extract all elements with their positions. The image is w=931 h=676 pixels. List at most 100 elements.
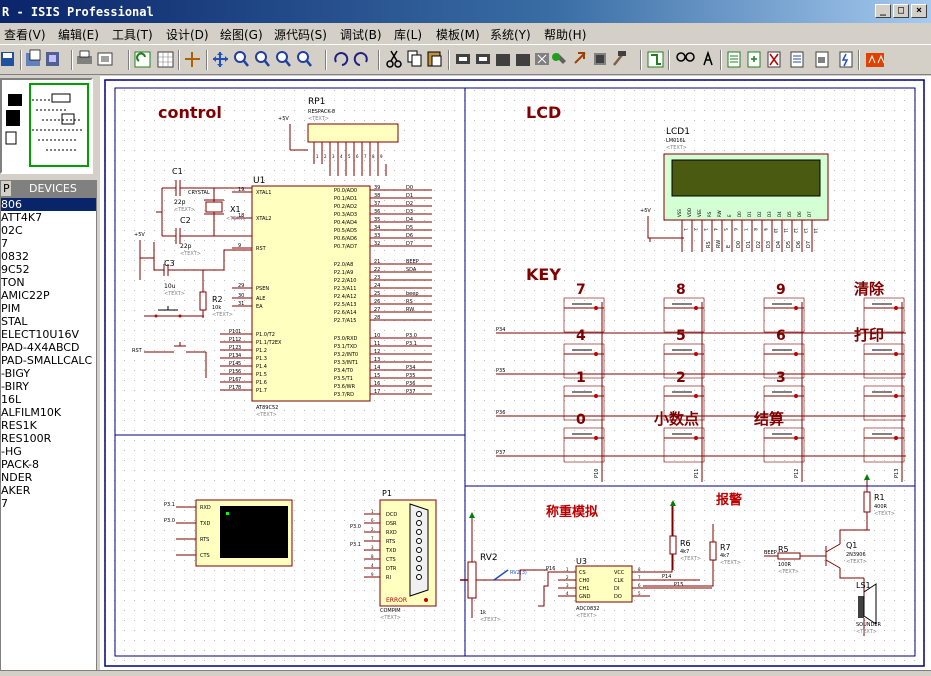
block-move-icon[interactable] [476, 54, 490, 64]
menu-library[interactable]: 库(L) [394, 28, 423, 42]
print-area-icon[interactable] [97, 52, 113, 66]
device-list-item[interactable]: 7 [1, 237, 8, 250]
menu-template[interactable]: 模板(M) [436, 28, 480, 42]
export-icon[interactable] [46, 52, 59, 66]
menu-source[interactable]: 源代码(S) [274, 28, 327, 42]
x1-crystal[interactable]: CRYSTAL X1 <TEXT> [188, 188, 247, 236]
reset-button[interactable]: RST [132, 306, 207, 378]
r2-resistor[interactable]: R2 10k <TEXT> [199, 270, 233, 318]
pick-device-icon[interactable] [535, 53, 549, 65]
u3-adc[interactable]: U3 ADC0832 <TEXT> CS1CH02CH13GND4VCC8CLK… [538, 502, 712, 619]
device-list-item[interactable]: 806 [1, 198, 96, 211]
ares-icon[interactable] [866, 53, 885, 67]
block-delete-icon[interactable] [516, 54, 530, 66]
device-list-item[interactable]: ALFILM10K [1, 406, 62, 419]
close-button[interactable]: × [911, 4, 927, 18]
menu-graph[interactable]: 绘图(G) [220, 28, 263, 42]
maximize-button[interactable]: □ [893, 4, 909, 18]
device-list-item[interactable]: 7 [1, 497, 8, 510]
r7-resistor[interactable]: R7 4k7 <TEXT> [643, 524, 741, 587]
device-list-item[interactable]: AMIC22P [1, 289, 50, 302]
print-icon[interactable] [77, 50, 92, 64]
bom-icon[interactable] [790, 51, 804, 68]
undo-icon[interactable] [334, 52, 349, 66]
device-list-item[interactable]: 02C [1, 224, 23, 237]
cut-icon[interactable] [386, 50, 402, 68]
minimize-button[interactable]: _ [875, 4, 891, 18]
wire-autorouter-icon[interactable] [647, 51, 664, 68]
device-list-item[interactable]: PACK-8 [1, 458, 39, 471]
menu-tools[interactable]: 工具(T) [112, 28, 153, 42]
block-copy-icon[interactable] [456, 54, 470, 64]
paste-icon[interactable] [427, 51, 442, 67]
schematic-canvas[interactable]: control LCD KEY 称重模拟 报警 RP1 RESPACK-8 <T… [100, 76, 931, 676]
r1-resistor[interactable]: R1 400R <TEXT> [863, 474, 895, 530]
c2-capacitor[interactable]: C2 22p <TEXT> [156, 188, 252, 257]
ls1-sounder[interactable]: LS1 SOUNDER <TEXT> [856, 578, 882, 636]
menu-help[interactable]: 帮助(H) [544, 28, 587, 42]
p1-compim[interactable]: P1 ERROR COMPIM <TEXT> DCD1DSR6RXD2RTS7T… [350, 489, 437, 621]
block-rotate-icon[interactable] [496, 54, 510, 66]
zoom-out-icon[interactable] [255, 51, 270, 67]
device-list-item[interactable]: PAD-4X4ABCD [1, 341, 80, 354]
device-list-item[interactable]: RES100R [1, 432, 52, 445]
delete-sheet-icon[interactable] [767, 51, 781, 68]
device-list-item[interactable]: -HG [1, 445, 22, 458]
device-list-item[interactable]: ELECT10U16V [1, 328, 79, 341]
zoom-in-icon[interactable] [234, 51, 249, 67]
search-icon[interactable] [676, 52, 695, 62]
u1-part: AT89C52 [256, 405, 278, 411]
device-list-item[interactable]: RES1K [1, 419, 37, 432]
origin-icon[interactable] [185, 52, 200, 67]
zoom-area-icon[interactable] [297, 51, 312, 67]
zoom-all-icon[interactable] [276, 51, 291, 67]
device-list-item[interactable]: 0832 [1, 250, 29, 263]
device-list-item[interactable]: 9C52 [1, 263, 30, 276]
tab-devices[interactable]: DEVICES [12, 180, 97, 197]
r5-resistor[interactable]: BEEP R5 100R <TEXT> [764, 545, 826, 575]
device-list-item[interactable]: 16L [1, 393, 22, 406]
decompose-icon[interactable] [594, 53, 606, 65]
tool-hammer-icon[interactable] [613, 51, 626, 66]
device-list-item[interactable]: ATT4K7 [1, 211, 43, 224]
new-sheet-icon[interactable] [747, 51, 761, 68]
copy-icon[interactable] [407, 50, 422, 67]
netlist-icon[interactable] [727, 51, 741, 68]
device-list-item[interactable]: STAL [1, 315, 28, 328]
import-icon[interactable] [26, 49, 41, 66]
c3-capacitor[interactable]: C3 10u <TEXT> +5V [134, 232, 252, 297]
menu-view[interactable]: 查看(V) [4, 28, 46, 42]
c1-capacitor[interactable]: C1 22p <TEXT> [162, 167, 252, 213]
device-list-item[interactable]: TON [1, 276, 25, 289]
redraw-icon[interactable] [134, 51, 151, 68]
overview-window[interactable] [0, 78, 93, 174]
packaging-icon[interactable] [574, 52, 586, 64]
tab-p[interactable]: P [0, 180, 12, 197]
grid-icon[interactable] [157, 51, 174, 68]
redo-icon[interactable] [353, 52, 368, 66]
rv2-potentiometer[interactable]: RV2 1k <TEXT> RV2(3) [460, 512, 548, 623]
save-icon[interactable] [1, 52, 14, 66]
device-list-item[interactable]: -BIGY [1, 367, 31, 380]
device-list-item[interactable]: PAD-SMALLCALC [1, 354, 93, 367]
property-icon[interactable] [703, 50, 713, 66]
electrical-check-icon[interactable] [839, 51, 853, 68]
device-list-item[interactable]: AKER [1, 484, 31, 497]
menu-system[interactable]: 系统(Y) [490, 28, 531, 42]
report-icon[interactable] [815, 51, 829, 68]
device-list-item[interactable]: PIM [1, 302, 21, 315]
menu-debug[interactable]: 调试(B) [340, 28, 382, 42]
r6-resistor[interactable]: R6 4k7 <TEXT> [669, 500, 701, 570]
q1-transistor[interactable]: Q1 2N3906 <TEXT> [825, 529, 870, 579]
menu-edit[interactable]: 编辑(E) [58, 28, 99, 42]
lcd1-display[interactable]: LCD1 LM016L <TEXT> 1VSS2VDD3VEE4RS5RW6E7… [640, 127, 829, 252]
pan-icon[interactable] [213, 52, 228, 67]
menu-design[interactable]: 设计(D) [166, 28, 209, 42]
make-device-icon[interactable] [552, 53, 566, 64]
device-list-item[interactable]: NDER [1, 471, 33, 484]
device-list-item[interactable]: -BIRY [1, 380, 30, 393]
